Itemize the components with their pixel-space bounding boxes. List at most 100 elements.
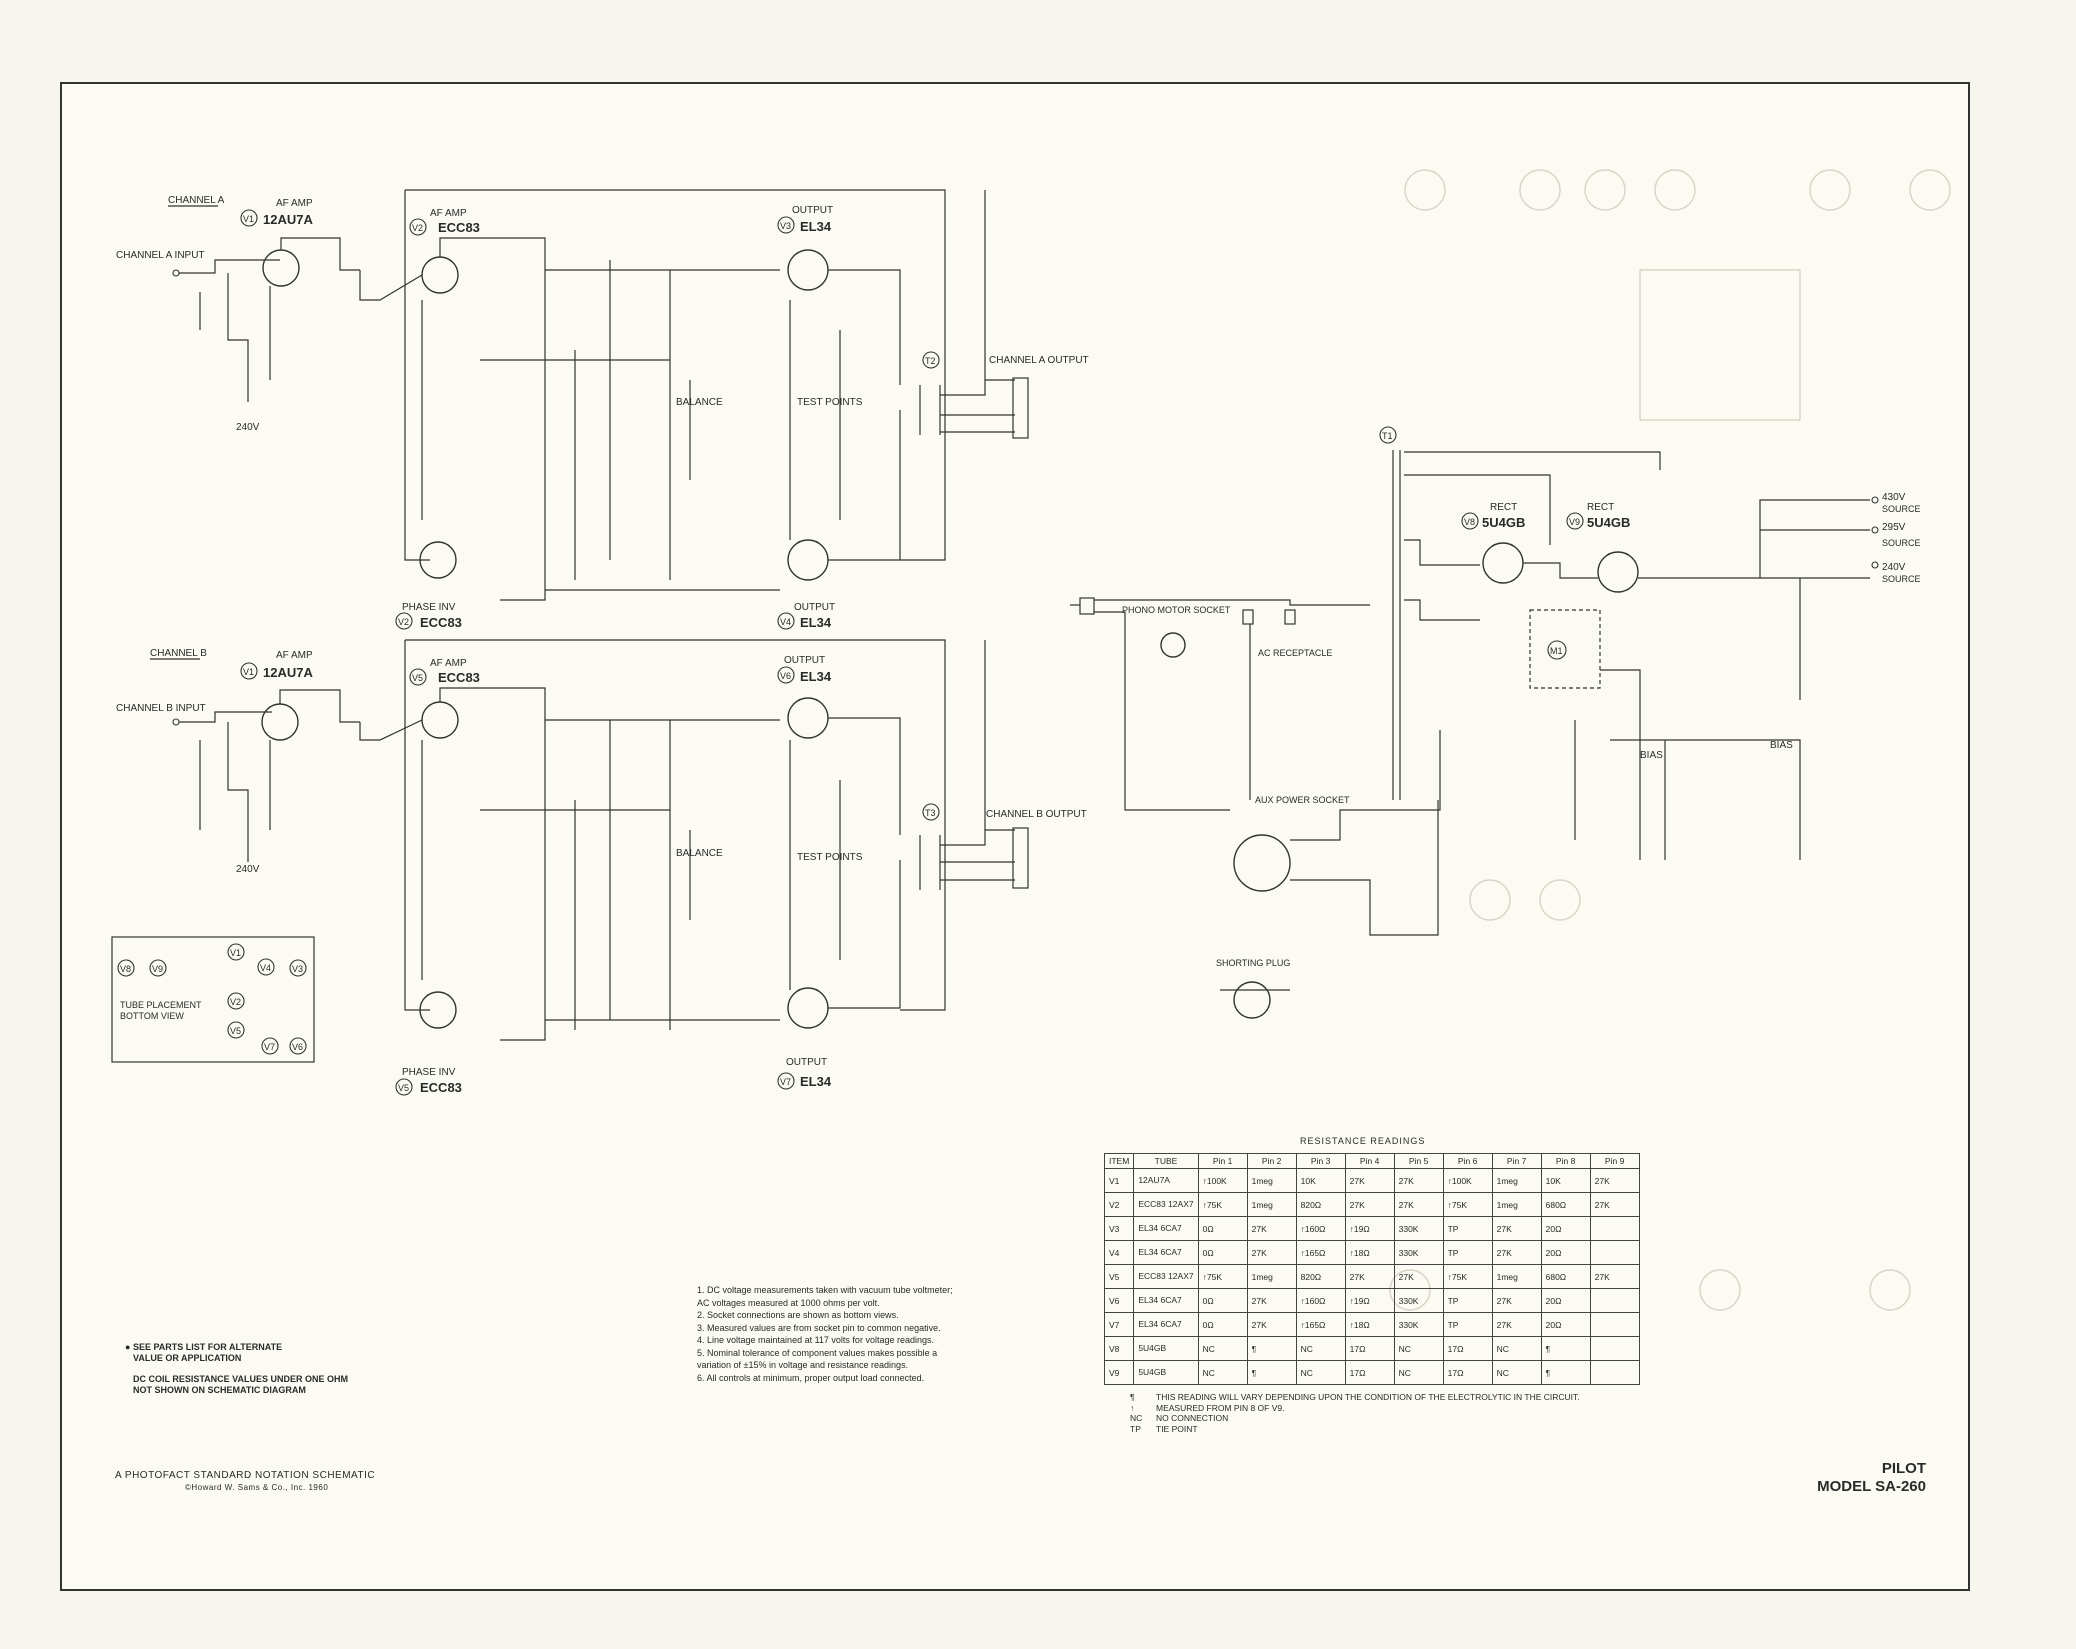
note-6: 6. All controls at minimum, proper outpu… <box>697 1372 925 1383</box>
table-cell <box>1589 1312 1640 1337</box>
table-cell: 0Ω <box>1197 1312 1248 1337</box>
model-name: MODEL SA-260 <box>1817 1478 1926 1495</box>
table-cell: 27K <box>1491 1312 1542 1337</box>
v9-tube-label: 5U4GB <box>1587 515 1630 530</box>
table-cell: 330K <box>1393 1240 1444 1265</box>
channel-b-input-label: CHANNEL B INPUT <box>116 703 206 714</box>
note-1: 1. DC voltage measurements taken with va… <box>697 1285 953 1295</box>
table-cell: TP <box>1442 1312 1493 1337</box>
tp-v4: V4 <box>260 963 271 973</box>
table-cell: 1meg <box>1246 1264 1297 1289</box>
svg-text:240V: 240V <box>236 864 260 875</box>
svg-text:V7: V7 <box>780 1077 791 1087</box>
table-cell: 330K <box>1393 1216 1444 1241</box>
parts-note-line2: VALUE OR APPLICATION <box>133 1353 242 1363</box>
shorting-plug-label: SHORTING PLUG <box>1216 958 1290 968</box>
table-cell: 10K <box>1295 1168 1346 1193</box>
tp-v5: V5 <box>230 1026 241 1036</box>
schematic-sheet <box>60 82 1970 1591</box>
channel-a-input-label: CHANNEL A INPUT <box>116 250 205 261</box>
schematic-notes: 1. DC voltage measurements taken with va… <box>697 1284 987 1384</box>
tp-v9: V9 <box>152 964 163 974</box>
shorting-plug-symbol <box>1233 981 1271 1019</box>
v5b-tube-label: ECC83 <box>420 1080 462 1095</box>
channel-a-label: CHANNEL A <box>168 195 225 206</box>
table-cell: 5U4GB <box>1133 1336 1199 1361</box>
v5-tube-symbol <box>421 701 459 739</box>
table-cell: 20Ω <box>1540 1312 1591 1337</box>
channel-b-section: CHANNEL B AF AMP V1 12AU7A CHANNEL B INP… <box>116 639 1087 1096</box>
table-cell <box>1589 1288 1640 1313</box>
aux-power-socket-symbol <box>1233 834 1291 892</box>
table-cell: 20Ω <box>1540 1288 1591 1313</box>
table-cell: NC <box>1197 1336 1248 1361</box>
v1b-tube-symbol <box>261 703 299 741</box>
v9-tube-symbol <box>1597 551 1639 593</box>
v6-tube-symbol <box>787 697 829 739</box>
note-5b: variation of ±15% in voltage and resista… <box>697 1360 909 1370</box>
tube-placement-label: TUBE PLACEMENT <box>120 1000 202 1010</box>
svg-text:V3: V3 <box>780 221 791 231</box>
table-cell: 680Ω <box>1540 1192 1591 1217</box>
table-cell: ↑160Ω <box>1295 1288 1346 1313</box>
channel-b-output-label: CHANNEL B OUTPUT <box>986 809 1087 820</box>
svg-text:V2: V2 <box>398 617 409 627</box>
table-cell: V3 <box>1103 1216 1135 1241</box>
table-cell: V6 <box>1103 1288 1135 1313</box>
table-cell: ↑75K <box>1197 1264 1248 1289</box>
table-cell: 27K <box>1344 1168 1395 1193</box>
svg-text:T2: T2 <box>925 356 936 366</box>
table-header-cell: TUBE <box>1133 1153 1199 1169</box>
note-5: 5. Nominal tolerance of component values… <box>697 1347 938 1358</box>
table-header-cell: Pin 2 <box>1246 1153 1297 1169</box>
table-cell: EL34 6CA7 <box>1133 1312 1199 1337</box>
v2b-tube-symbol <box>419 541 457 579</box>
v4-tube-symbol <box>787 539 829 581</box>
table-cell: 27K <box>1344 1192 1395 1217</box>
svg-text:V4: V4 <box>780 617 791 627</box>
svg-text:M1: M1 <box>1550 646 1563 656</box>
legend-item: ¶THIS READING WILL VARY DEPENDING UPON T… <box>1130 1392 1580 1403</box>
table-cell: 0Ω <box>1197 1288 1248 1313</box>
v8-tube-symbol <box>1482 542 1524 584</box>
table-cell: ¶ <box>1540 1360 1591 1385</box>
tp-v7: V7 <box>264 1042 275 1052</box>
table-header-cell: Pin 3 <box>1295 1153 1346 1169</box>
table-cell: ECC83 12AX7 <box>1133 1192 1199 1217</box>
table-cell: ↑19Ω <box>1344 1216 1395 1241</box>
table-cell: 27K <box>1246 1216 1297 1241</box>
tp-v2: V2 <box>230 997 241 1007</box>
v9-rect-label: RECT <box>1587 502 1614 513</box>
tp-v8: V8 <box>120 964 131 974</box>
v7-tube-symbol <box>787 987 829 1029</box>
legend-key: ↑ <box>1130 1402 1135 1413</box>
bottom-view-label: BOTTOM VIEW <box>120 1011 184 1021</box>
table-cell: 1meg <box>1246 1168 1297 1193</box>
table-header-cell: Pin 9 <box>1589 1153 1640 1169</box>
table-header-cell: Pin 1 <box>1197 1153 1248 1169</box>
balance-b-label: BALANCE <box>676 848 723 859</box>
table-header-cell: Pin 5 <box>1393 1153 1444 1169</box>
table-cell: 27K <box>1589 1264 1640 1289</box>
table-cell: 1meg <box>1491 1264 1542 1289</box>
v1-tube-label: 12AU7A <box>263 212 313 227</box>
table-cell: ↑165Ω <box>1295 1240 1346 1265</box>
table-cell: EL34 6CA7 <box>1133 1216 1199 1241</box>
table-cell: V9 <box>1103 1360 1135 1385</box>
bias-b-label: BIAS <box>1770 740 1793 751</box>
table-cell: 27K <box>1589 1168 1640 1193</box>
table-cell: 27K <box>1491 1240 1542 1265</box>
table-cell: TP <box>1442 1288 1493 1313</box>
phase-inv-a-label: PHASE INV <box>402 602 456 613</box>
source-430-voltage: 430V <box>1882 492 1906 503</box>
table-header-cell: Pin 8 <box>1540 1153 1591 1169</box>
tp-v3: V3 <box>292 964 303 974</box>
legend-key: ¶ <box>1130 1392 1135 1402</box>
table-cell: 330K <box>1393 1288 1444 1313</box>
table-cell: ↑75K <box>1442 1264 1493 1289</box>
